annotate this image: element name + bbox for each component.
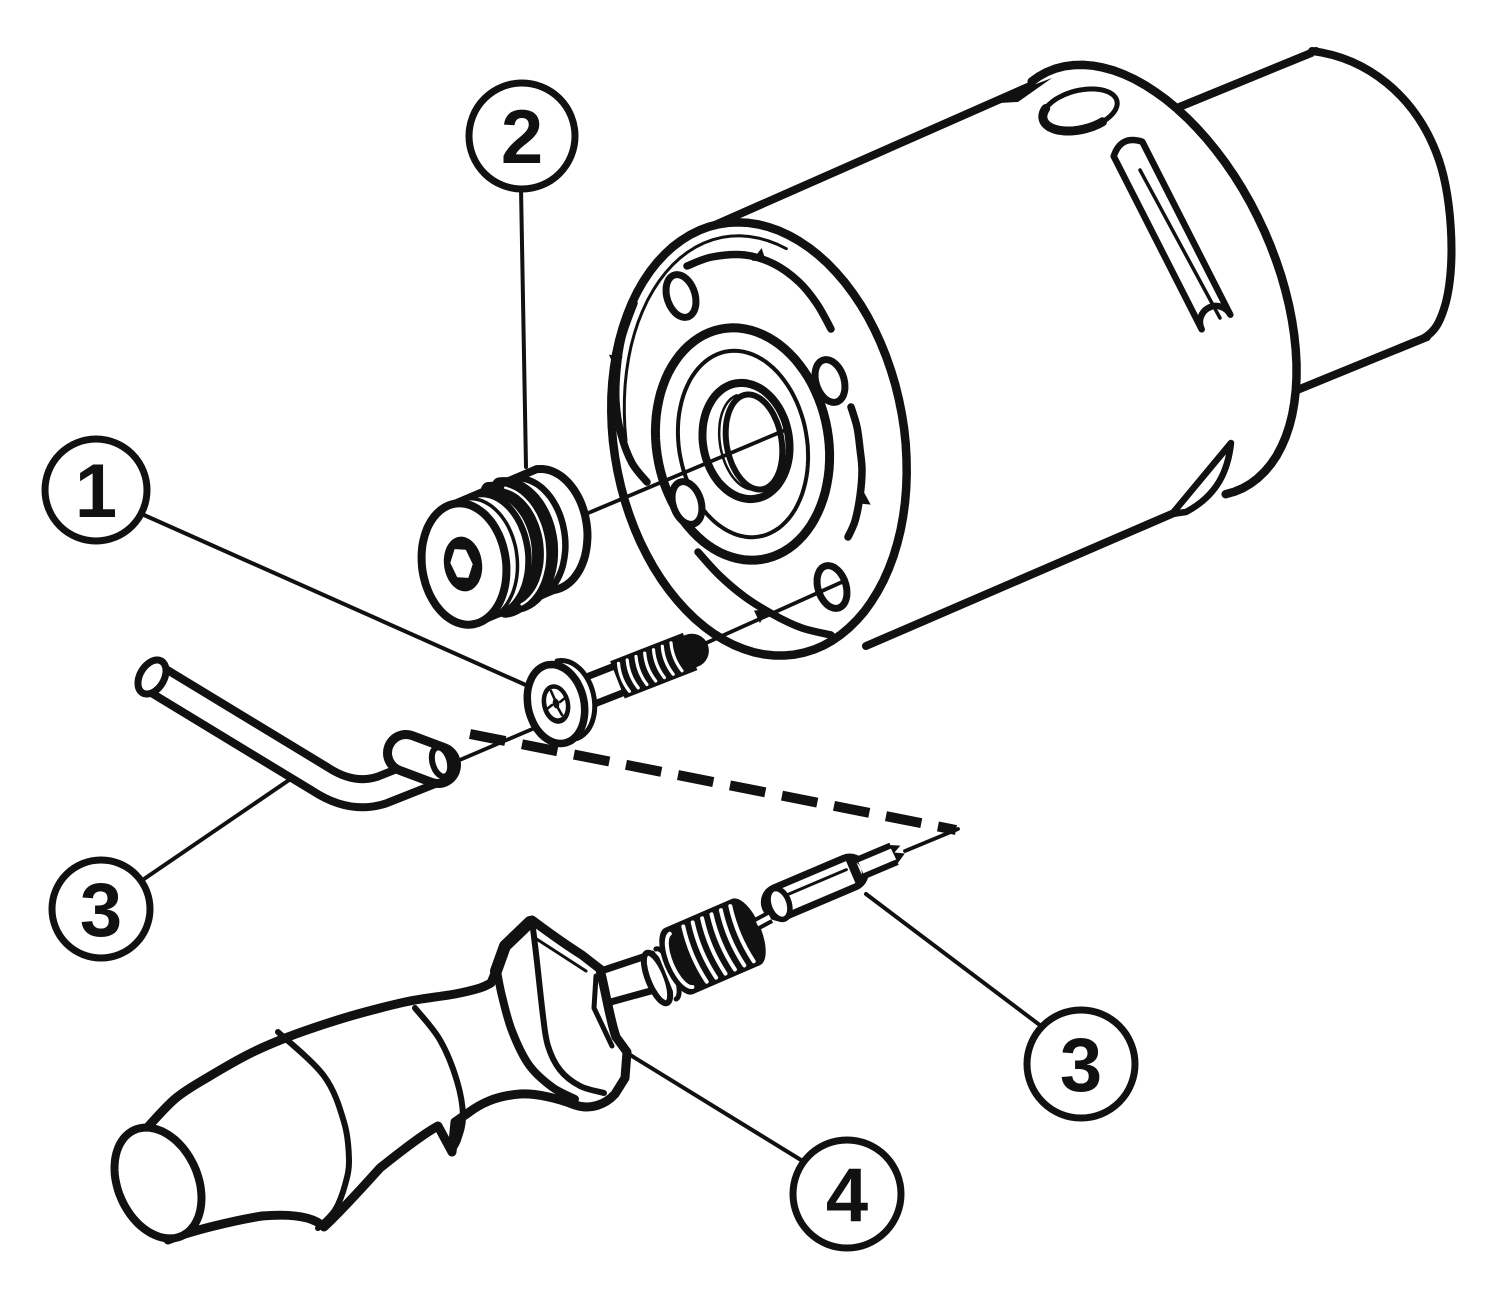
svg-text:4: 4	[826, 1153, 868, 1238]
svg-text:3: 3	[1060, 1023, 1102, 1108]
svg-text:3: 3	[80, 868, 122, 953]
svg-text:2: 2	[501, 95, 543, 180]
svg-text:1: 1	[75, 449, 117, 534]
